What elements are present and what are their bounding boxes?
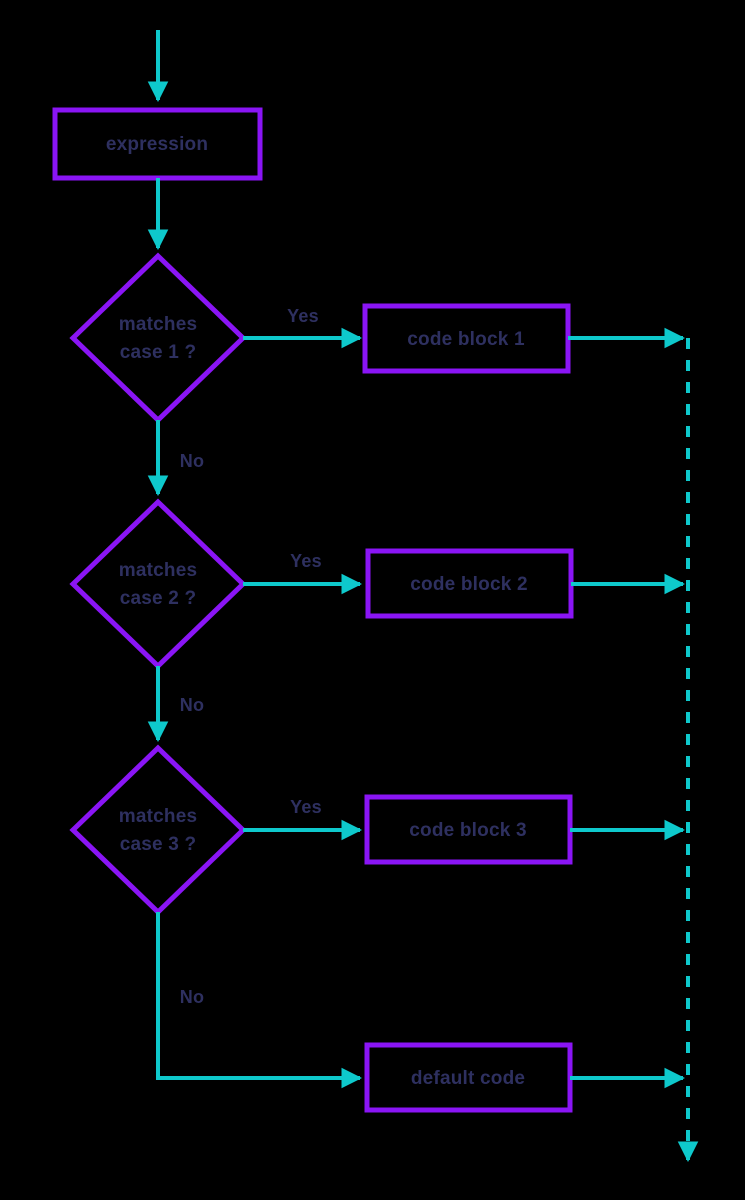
- edge-label-no-2: No: [180, 695, 204, 715]
- edge-case3-no: [156, 912, 363, 1089]
- edge-label-yes-1: Yes: [287, 306, 319, 326]
- node-case3-label-line2: case 3 ?: [120, 834, 197, 855]
- node-default-label: default code: [411, 1068, 525, 1089]
- edge-label-yes-2: Yes: [290, 551, 322, 571]
- edge-label-no-3: No: [180, 987, 204, 1007]
- node-block3-label: code block 3: [409, 820, 527, 841]
- node-case2-label-line1: matches: [119, 560, 198, 581]
- node-case1-diamond[interactable]: [69, 252, 247, 424]
- node-expression-label: expression: [106, 134, 208, 155]
- node-case2-label-line2: case 2 ?: [120, 588, 197, 609]
- node-case3-diamond[interactable]: [69, 744, 247, 916]
- node-case3-label-line1: matches: [119, 806, 198, 827]
- node-case1-label-line2: case 1 ?: [120, 342, 197, 363]
- node-case1-label-line1: matches: [119, 314, 198, 335]
- node-block2-label: code block 2: [410, 574, 528, 595]
- edge-label-yes-3: Yes: [290, 797, 322, 817]
- edge-label-no-1: No: [180, 451, 204, 471]
- node-case2-diamond[interactable]: [69, 498, 247, 670]
- node-block1-label: code block 1: [407, 329, 525, 350]
